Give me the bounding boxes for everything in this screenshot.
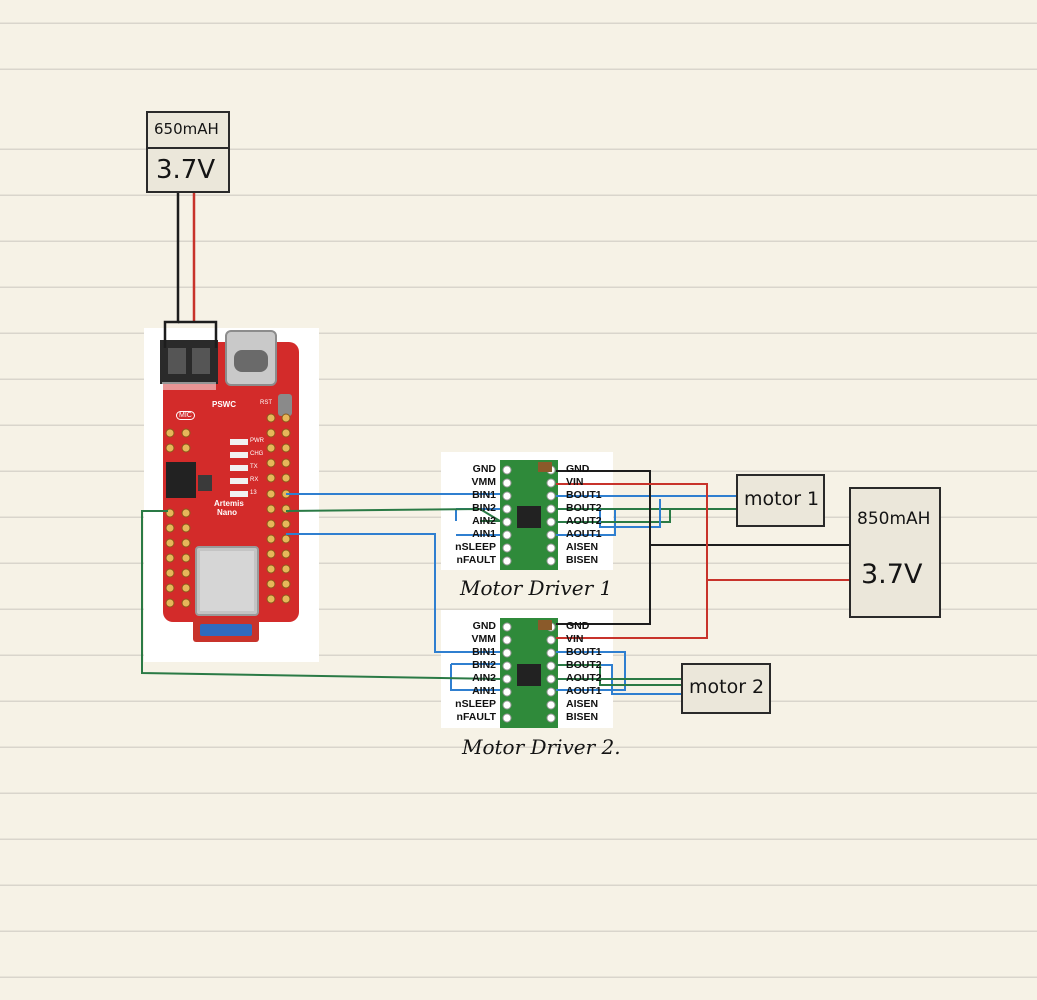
board-silk-pswc: PSWC [212,400,236,409]
pin-label: AISEN [566,698,599,710]
pin-label: BIN2 [472,659,496,671]
board-silk-tx: TX [250,464,258,470]
pin-label: GND [566,463,590,475]
pin-label: AOUT1 [566,685,602,697]
pin-label: BOUT1 [566,646,602,658]
pin-label: BOUT2 [566,659,602,671]
pin-label: nFAULT [456,554,496,566]
pin-label: AOUT1 [566,528,602,540]
blue-signal-wires [286,493,500,691]
pin-label: BIN1 [472,646,496,658]
board-silk-mic: MIC [176,411,195,420]
driver2-ic-icon [517,664,541,686]
motor1-label: motor 1 [744,488,820,510]
driver2-motor-wires [556,651,682,695]
pin-label: AIN1 [472,685,496,697]
reset-button-icon [278,394,292,416]
pin-label: BISEN [566,711,599,723]
pin-label: AOUT2 [566,515,602,527]
motor2-box: motor 2 [681,663,771,714]
driver1-ic-icon [517,506,541,528]
pin-label: VMM [471,476,497,488]
battery-650-capacity: 650mAH [154,120,219,138]
board-silk-rst: RST [260,400,272,406]
driver2-board [500,618,558,728]
pin-label: VIN [566,476,584,488]
pin-label: BISEN [566,554,599,566]
driver2-caption: Motor Driver 2. [462,735,621,759]
battery-650-voltage: 3.7V [156,155,216,185]
right-header-pads [266,413,291,604]
artemis-nano-board [160,330,299,642]
pin-label: nSLEEP [455,698,496,710]
battery-850-voltage: 3.7V [861,559,923,590]
battery-850-capacity: 850mAH [857,509,931,529]
pin-label: BOUT2 [566,502,602,514]
board-silk-sub: Nano [217,508,237,517]
board-silk-rx: RX [250,477,259,483]
battery-large-wires [556,470,850,639]
pin-label: AOUT2 [566,672,602,684]
battery-650-box: 650mAH 3.7V [146,111,230,193]
board-silk-chg: CHG [250,451,264,457]
pin-label: GND [472,463,496,475]
motor1-box: motor 1 [736,474,825,527]
chip-icon [166,462,196,498]
driver1-caption: Motor Driver 1 [460,576,613,600]
pin-label: BOUT1 [566,489,602,501]
motor2-label: motor 2 [689,676,765,698]
battery-small-wires [163,193,218,348]
green-signal-wires [141,507,501,680]
driver1-board [500,460,558,570]
pin-label: nSLEEP [455,541,496,553]
left-header-pads [165,428,191,608]
status-leds [230,439,248,497]
pin-label: nFAULT [456,711,496,723]
pin-label: GND [472,620,496,632]
board-silk-name: Artemis [214,499,244,508]
pin-label: BIN1 [472,489,496,501]
pin-label: VIN [566,633,584,645]
pin-label: AIN2 [472,672,496,684]
pin-label: AIN1 [472,528,496,540]
pin-label: AIN2 [472,515,496,527]
pin-label: BIN2 [472,502,496,514]
battery-850-box: 850mAH 3.7V [849,487,941,618]
pin-label: GND [566,620,590,632]
board-silk-pwr: PWR [250,438,264,444]
board-silk-13: 13 [250,490,257,496]
pin-label: VMM [471,633,497,645]
pin-label: AISEN [566,541,599,553]
